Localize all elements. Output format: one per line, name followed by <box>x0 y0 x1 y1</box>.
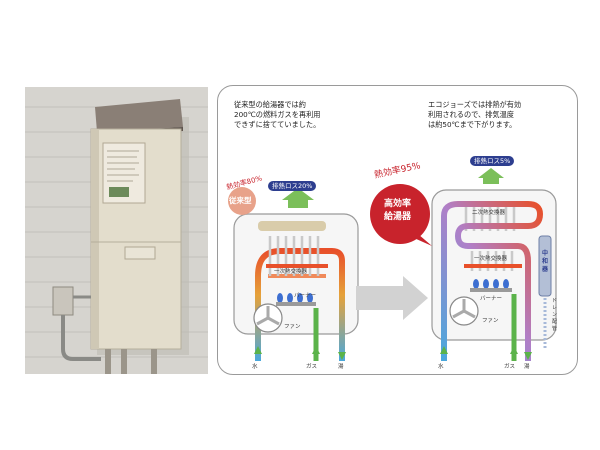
conventional-burner-label: バーナー <box>294 293 317 299</box>
ecojozu-exhaust-arrow <box>478 168 504 184</box>
drain-pipe-label: ドレン配管 <box>552 298 558 332</box>
comparison-diagram <box>228 168 557 361</box>
conventional-exhaust-loss-label: 排熱ロス20% <box>268 181 317 191</box>
conventional-hx-fins <box>258 221 326 231</box>
comparison-arrow <box>356 276 428 320</box>
ecojozu-hot-label: 湯 <box>524 364 530 370</box>
comparison-panel: 従来型の給湯器では約 200℃の燃料ガスを再利用 できずに捨てていました。 エコ… <box>217 85 578 375</box>
ecojozu-primary-hx-label: 一次熱交換器 <box>474 256 508 262</box>
conventional-water-pipe <box>255 248 345 361</box>
ecojozu-exhaust-loss-label: 排熱ロス5% <box>470 156 515 166</box>
ecojozu-badge-label: 高効率 給湯器 <box>384 199 412 222</box>
neutralizer-unit <box>538 235 552 297</box>
ecojozu-fan-label: ファン <box>482 318 499 324</box>
ecojozu-secondary-hx-label: 二次熱交換器 <box>472 210 506 216</box>
conventional-fan-label: ファン <box>284 324 301 330</box>
ecojozu-water-label: 水 <box>438 364 444 370</box>
left-caption: 従来型の給湯器では約 200℃の燃料ガスを再利用 できずに捨てていました。 <box>234 100 321 129</box>
high-efficiency-badge <box>370 184 430 244</box>
conventional-water-label: 水 <box>252 364 258 370</box>
right-caption: エコジョーズでは排熱が有効 利用されるので、排気温度 は約50℃まで下がります。 <box>428 100 522 129</box>
ecojozu-gas-label: ガス <box>504 364 516 370</box>
conventional-hot-label: 湯 <box>338 364 344 370</box>
neutralizer-label: 中和器 <box>542 250 549 273</box>
conventional-type-badge: 従来型 <box>229 196 252 205</box>
water-heater-photo <box>25 87 208 374</box>
conventional-primary-hx-label: 一次熱交換器 <box>274 269 308 275</box>
water-heater-photo-illustration <box>25 87 208 374</box>
ecojozu-water-pipe <box>441 201 544 361</box>
conventional-badge-circle <box>228 187 256 215</box>
conventional-exhaust-arrow <box>282 188 314 208</box>
ecojozu-burner-label: バーナー <box>480 296 503 302</box>
conventional-gas-label: ガス <box>306 364 318 370</box>
